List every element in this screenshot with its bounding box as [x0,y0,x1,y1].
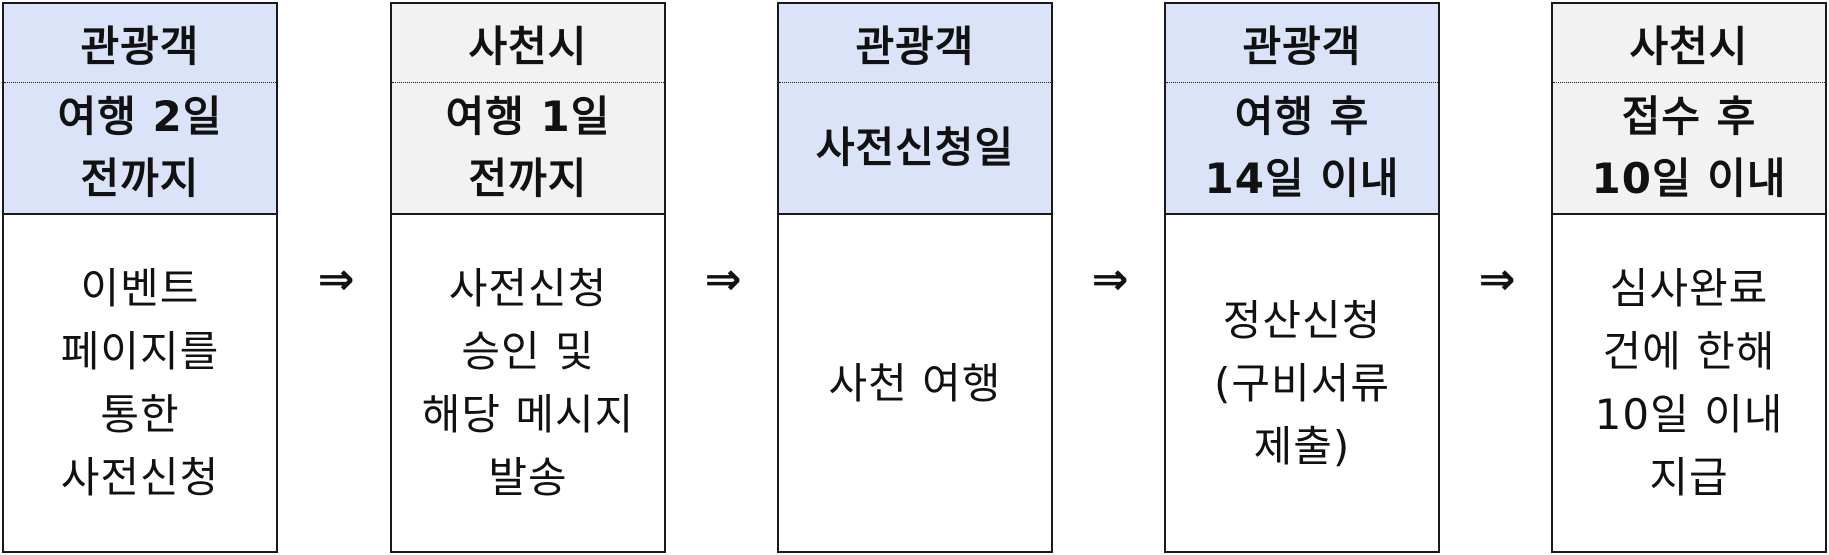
step-3-description: 사천 여행 [779,215,1051,551]
step-5-desc-line-1: 심사완료 [1609,264,1769,313]
step-2-desc-line-3: 해당 메시지 [421,390,635,439]
step-1-desc-line-4: 사전신청 [60,453,220,502]
flow-arrow-1: ⇒ [317,254,355,305]
step-5-desc-line-3: 10일 이내 [1594,390,1784,439]
step-1-deadline: 여행 2일 전까지 [4,83,276,215]
step-4-description: 정산신청 (구비서류 제출) [1166,215,1438,551]
step-5-desc-line-2: 건에 한해 [1602,327,1776,376]
step-2-desc-line-2: 승인 및 [461,327,595,376]
step-4-actor: 관광객 [1166,4,1438,83]
step-3-box: 관광객 사전신청일 사천 여행 [777,2,1053,553]
step-2-desc-line-4: 발송 [488,453,568,502]
step-5-desc-line-4: 지급 [1649,453,1729,502]
step-5-deadline: 접수 후 10일 이내 [1553,83,1825,215]
step-5-description: 심사완료 건에 한해 10일 이내 지급 [1553,215,1825,551]
step-1-desc-line-2: 페이지를 [60,327,220,376]
step-1-actor: 관광객 [4,4,276,83]
step-5-deadline-line-1: 접수 후 [1621,92,1757,141]
step-4-desc-line-2: (구비서류 [1214,358,1390,408]
step-5-box: 사천시 접수 후 10일 이내 심사완료 건에 한해 10일 이내 지급 [1551,2,1827,553]
step-2-deadline-line-2: 전까지 [468,154,588,203]
step-5-actor: 사천시 [1553,4,1825,83]
step-4-deadline-line-1: 여행 후 [1234,92,1370,141]
step-3-desc-line-1: 사천 여행 [828,358,1002,408]
step-1-deadline-line-1: 여행 2일 [57,92,223,141]
step-1-desc-line-3: 통한 [100,390,180,439]
step-2-description: 사전신청 승인 및 해당 메시지 발송 [392,215,664,551]
step-4-desc-line-1: 정산신청 [1222,295,1382,345]
step-3-deadline: 사전신청일 [779,83,1051,215]
step-4-deadline-line-2: 14일 이내 [1204,154,1400,203]
step-5-deadline-line-2: 10일 이내 [1591,154,1787,203]
step-1-deadline-line-2: 전까지 [80,154,200,203]
step-1-description: 이벤트 페이지를 통한 사전신청 [4,215,276,551]
step-2-deadline: 여행 1일 전까지 [392,83,664,215]
step-3-deadline-line-1: 사전신청일 [815,123,1015,172]
step-3-actor: 관광객 [779,4,1051,83]
step-4-desc-line-3: 제출) [1253,421,1351,471]
step-4-deadline: 여행 후 14일 이내 [1166,83,1438,215]
flow-arrow-4: ⇒ [1478,254,1516,305]
step-2-deadline-line-1: 여행 1일 [445,92,611,141]
step-1-desc-line-1: 이벤트 [80,264,200,313]
step-2-actor: 사천시 [392,4,664,83]
step-2-box: 사천시 여행 1일 전까지 사전신청 승인 및 해당 메시지 발송 [390,2,666,553]
step-4-box: 관광객 여행 후 14일 이내 정산신청 (구비서류 제출) [1164,2,1440,553]
step-2-desc-line-1: 사전신청 [448,264,608,313]
flow-arrow-2: ⇒ [704,254,742,305]
step-1-box: 관광객 여행 2일 전까지 이벤트 페이지를 통한 사전신청 [2,2,278,553]
flow-arrow-3: ⇒ [1091,254,1129,305]
